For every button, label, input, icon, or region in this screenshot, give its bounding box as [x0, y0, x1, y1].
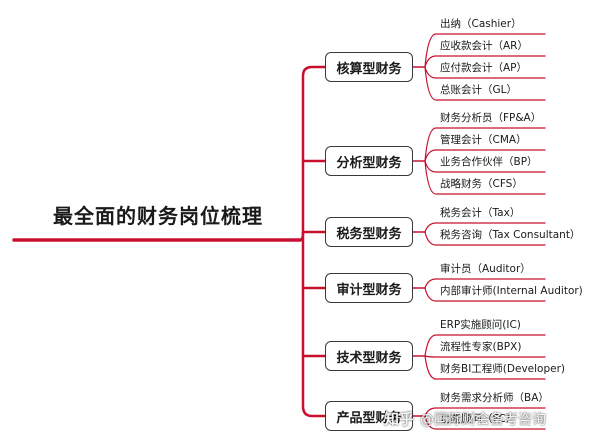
category-product[interactable]: 产品型财务 [325, 401, 413, 431]
trunk-line [298, 65, 327, 242]
leaf-underline [424, 355, 546, 380]
leaf-item: 出纳（Cashier） [440, 18, 522, 30]
trunk-line [301, 230, 327, 418]
leaf-item: 应付款会计（AP） [440, 62, 528, 74]
leaf-underline [424, 127, 546, 162]
leaf-underline [424, 66, 546, 101]
leaf-item: 功能顾问（FC） [440, 413, 517, 425]
category-tax[interactable]: 税务型财务 [325, 217, 413, 247]
leaf-item: 审计员（Auditor） [440, 263, 531, 275]
root-title: 最全面的财务岗位梳理 [53, 203, 263, 228]
leaf-item: ERP实施顾问(IC) [440, 319, 521, 331]
leaf-item: 财务BI工程师(Developer) [440, 363, 565, 375]
leaf-underline [424, 278, 546, 289]
category-accounting[interactable]: 核算型财务 [325, 52, 413, 82]
leaf-underline [424, 231, 546, 246]
leaf-underline [424, 222, 546, 233]
leaf-item: 流程性专家(BPX) [440, 341, 522, 353]
leaf-underline [424, 407, 546, 417]
leaf-item: 应收款会计（AR） [440, 40, 528, 52]
watermark-site: 知乎 [384, 410, 415, 428]
leaf-underline [424, 287, 546, 302]
category-audit[interactable]: 审计型财务 [325, 273, 413, 303]
leaf-item: 总账会计（GL） [440, 84, 517, 96]
leaf-underline [424, 415, 546, 430]
leaf-item: 业务合作伙伴（BP） [440, 156, 538, 168]
leaf-item: 战略财务（CFS） [440, 178, 523, 190]
leaf-underline [424, 149, 546, 162]
leaf-item: 税务会计（Tax） [440, 207, 521, 219]
leaf-underline [424, 334, 546, 357]
leaf-underline [424, 160, 546, 195]
watermark: 知乎 @国际财会备考咨询 [384, 408, 546, 429]
category-analysis[interactable]: 分析型财务 [325, 146, 413, 176]
leaf-item: 管理会计（CMA） [440, 134, 527, 146]
leaf-underline [424, 55, 546, 68]
leaf-underline [424, 355, 546, 358]
category-technical[interactable]: 技术型财务 [325, 341, 413, 371]
leaf-item: 财务分析员（FP&A） [440, 112, 542, 124]
leaf-item: 税务咨询（Tax Consultant） [440, 229, 581, 241]
leaf-item: 财务需求分析师（BA） [440, 392, 549, 404]
leaf-underline [424, 33, 546, 68]
leaf-item: 内部审计师(Internal Auditor) [440, 285, 583, 297]
watermark-handle: @国际财会备考咨询 [420, 412, 547, 428]
